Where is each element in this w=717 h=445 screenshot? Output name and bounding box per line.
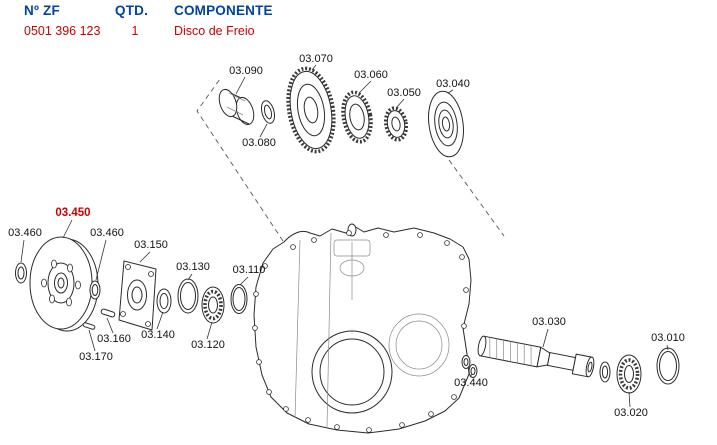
part-03-040-flanged-hub bbox=[428, 90, 464, 158]
part-label-03-460-a[interactable]: 03.460 bbox=[8, 227, 42, 239]
qty-value: 1 bbox=[131, 24, 139, 38]
part-03-140-ring bbox=[156, 288, 172, 314]
part-label-03-080[interactable]: 03.080 bbox=[242, 137, 276, 149]
part-03-170-pin bbox=[82, 322, 96, 330]
part-label-03-030[interactable]: 03.030 bbox=[532, 316, 566, 328]
part-label-03-150[interactable]: 03.150 bbox=[134, 239, 168, 251]
part-label-03-010[interactable]: 03.010 bbox=[651, 332, 685, 344]
part-03-160-pin bbox=[100, 308, 116, 318]
assembly-guide-dashes bbox=[196, 78, 505, 242]
part-label-03-110[interactable]: 03.110 bbox=[232, 264, 266, 276]
part-label-03-450-selected[interactable]: 03.450 bbox=[55, 207, 91, 219]
part-03-090-bearing bbox=[218, 88, 255, 126]
part-label-03-440[interactable]: 03.440 bbox=[454, 377, 488, 389]
part-03-060-synchro-hub bbox=[341, 90, 373, 144]
part-03-450-brake-disc bbox=[29, 236, 99, 332]
callout-leader-lines bbox=[20, 64, 669, 408]
part-label-03-040[interactable]: 03.040 bbox=[436, 78, 470, 90]
column-header-component: COMPONENTE bbox=[174, 3, 273, 18]
part-03-150-flange bbox=[118, 260, 157, 331]
part-number-value: 0501 396 123 bbox=[24, 24, 101, 38]
part-label-03-070[interactable]: 03.070 bbox=[299, 53, 333, 65]
part-03-010-snap-ring bbox=[656, 347, 680, 385]
part-03-020-bearing bbox=[616, 354, 642, 394]
part-label-03-090[interactable]: 03.090 bbox=[229, 65, 263, 77]
part-shaft-spacer-ring bbox=[599, 361, 611, 383]
part-label-03-060[interactable]: 03.060 bbox=[354, 69, 388, 81]
part-03-070-gear bbox=[286, 66, 336, 154]
part-label-03-120[interactable]: 03.120 bbox=[191, 339, 225, 351]
part-03-110-ring bbox=[230, 284, 248, 314]
part-03-120-bearing bbox=[201, 286, 225, 324]
part-label-03-160[interactable]: 03.160 bbox=[97, 333, 131, 345]
part-03-080-ring bbox=[260, 100, 276, 124]
column-header-zf-number: Nº ZF bbox=[24, 3, 60, 18]
part-03-460-ring-left bbox=[15, 262, 27, 284]
part-label-03-130[interactable]: 03.130 bbox=[176, 261, 210, 273]
housing-bolt-holes bbox=[252, 230, 469, 433]
part-03-460-ring-right bbox=[89, 280, 101, 300]
part-03-050-gear bbox=[383, 106, 409, 142]
part-label-03-050[interactable]: 03.050 bbox=[387, 87, 421, 99]
part-label-03-140[interactable]: 03.140 bbox=[141, 329, 175, 341]
column-header-qty: QTD. bbox=[115, 3, 149, 18]
part-03-440-washers bbox=[461, 355, 478, 378]
part-label-03-460-b[interactable]: 03.460 bbox=[90, 227, 124, 239]
part-03-030-shaft bbox=[477, 335, 595, 378]
part-03-130-ring bbox=[177, 278, 199, 314]
part-label-03-170[interactable]: 03.170 bbox=[79, 351, 113, 363]
gearbox-housing bbox=[252, 223, 472, 434]
component-value: Disco de Freio bbox=[174, 24, 255, 38]
part-label-03-020[interactable]: 03.020 bbox=[614, 407, 648, 419]
